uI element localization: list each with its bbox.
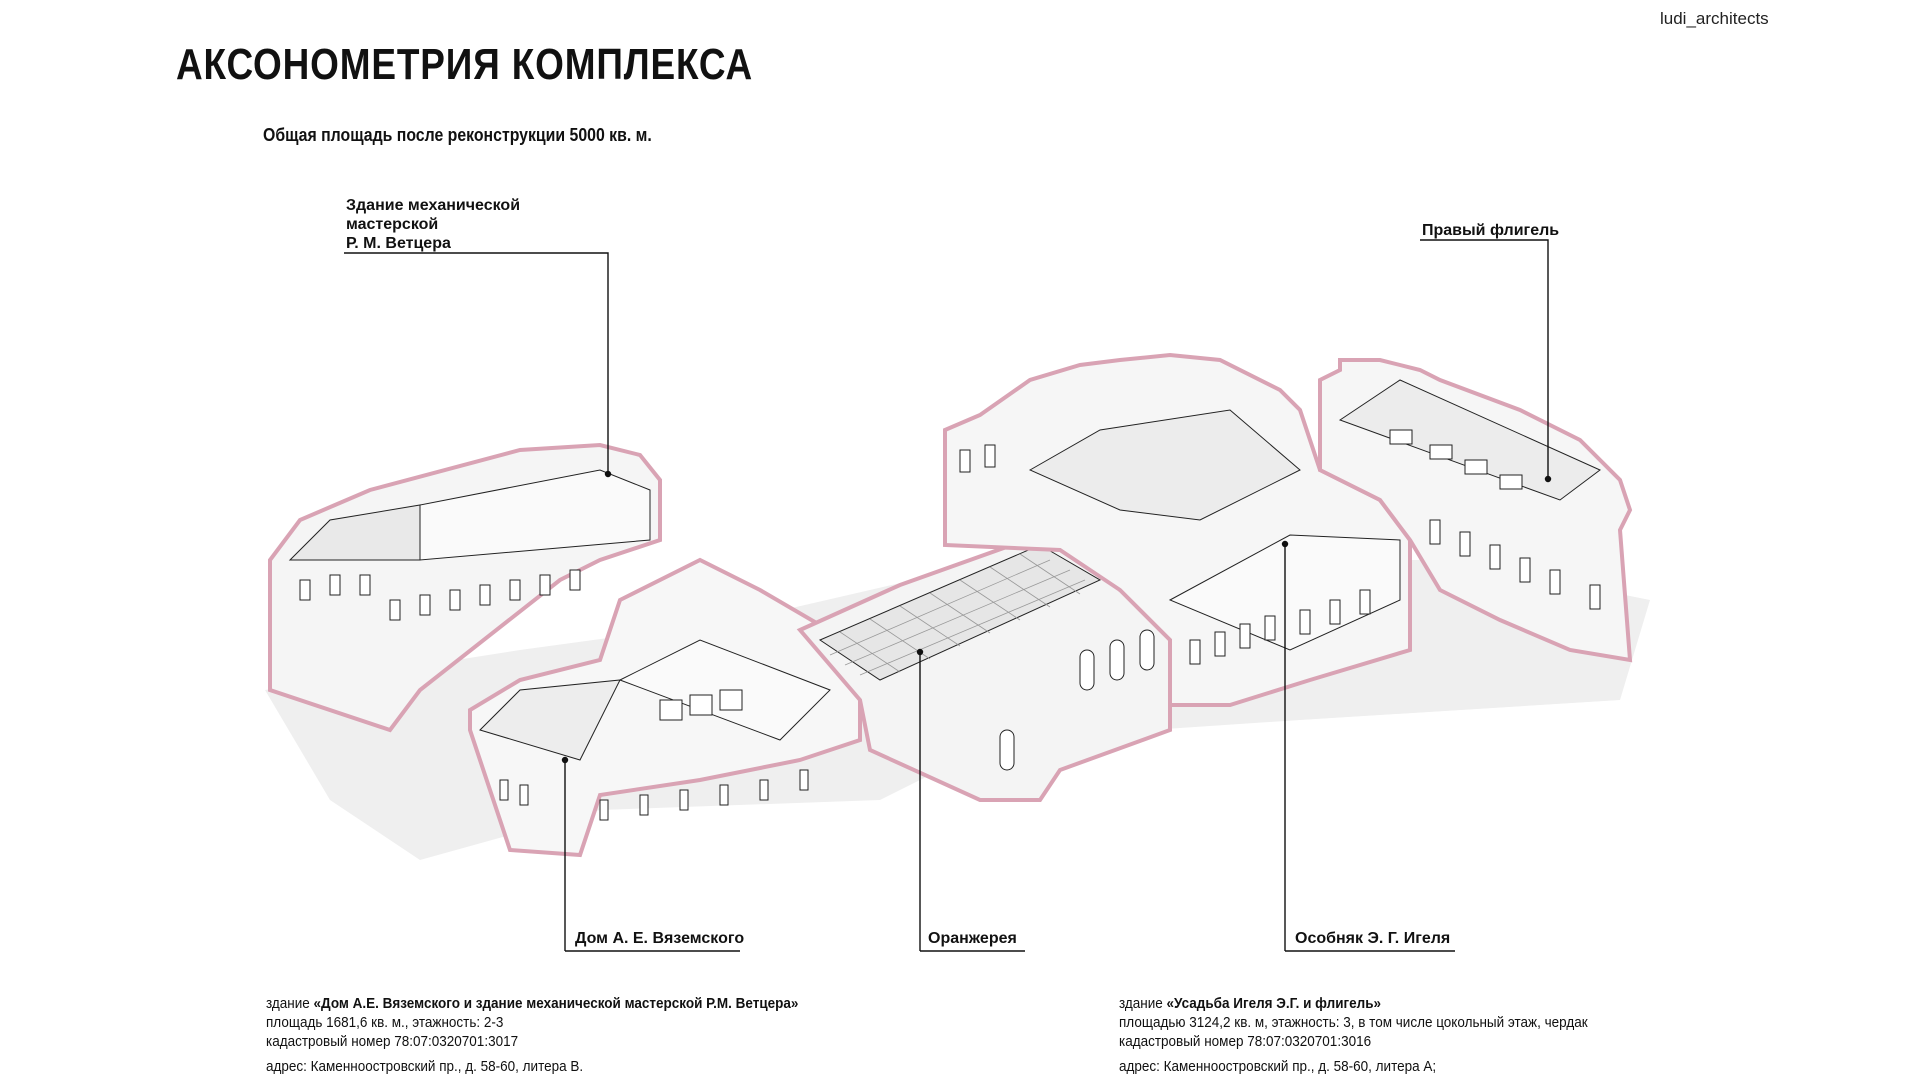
info-right-cadastral: кадастровый номер 78:07:0320701:3016 — [1119, 1033, 1372, 1050]
greenhouse-arches — [999, 629, 1155, 771]
label-workshop: Здание механической мастерской Р. М. Вет… — [346, 196, 520, 253]
building-workshop — [268, 442, 662, 733]
info-block-left: здание «Дом А.Е. Вяземского и здание мех… — [266, 994, 798, 1076]
vyazemsky-windows — [499, 689, 809, 821]
brand-name: ludi_architects — [1660, 9, 1769, 28]
info-right-area: площадью 3124,2 кв. м, этажность: 3, в т… — [1119, 1014, 1588, 1031]
info-right-name: «Усадьба Игеля Э.Г. и флигель» — [1166, 995, 1382, 1012]
info-left-prefix: здание — [266, 995, 314, 1012]
building-right-wing — [1318, 358, 1633, 663]
greenhouse-grid — [829, 553, 1086, 676]
building-vyazemsky — [468, 557, 862, 858]
info-block-right: здание «Усадьба Игеля Э.Г. и флигель» пл… — [1119, 994, 1588, 1076]
right-wing-windows — [1389, 429, 1601, 610]
igel-windows — [959, 444, 1371, 665]
info-left-name: «Дом А.Е. Вяземского и здание механическ… — [313, 995, 799, 1012]
info-left-area: площадь 1681,6 кв. м., этажность: 2-3 — [266, 1014, 504, 1031]
leader-line-workshop — [344, 252, 609, 474]
info-left-address: адрес: Каменноостровский пр., д. 58-60, … — [266, 1058, 584, 1075]
page-subtitle: Общая площадь после реконструкции 5000 к… — [263, 125, 652, 145]
info-right-prefix: здание — [1119, 995, 1167, 1012]
workshop-windows — [299, 569, 581, 621]
building-greenhouse — [796, 532, 1172, 802]
info-left-cadastral: кадастровый номер 78:07:0320701:3017 — [266, 1033, 519, 1050]
workshop-roof-right — [419, 469, 651, 561]
label-igel: Особняк Э. Г. Игеля — [1295, 930, 1451, 947]
label-workshop-line-1: Здание механической — [346, 197, 521, 214]
page-title: АКСОНОМЕТРИЯ КОМПЛЕКСА — [176, 40, 754, 89]
leader-line-right-wing — [1420, 239, 1549, 479]
label-vyazemsky: Дом А. Е. Вяземского — [575, 930, 745, 947]
label-workshop-line-3: Р. М. Ветцера — [346, 235, 451, 252]
label-workshop-line-2: мастерской — [346, 216, 439, 233]
igel-roof — [1028, 409, 1301, 521]
label-right-wing: Правый флигель — [1422, 222, 1560, 239]
leader-lines — [344, 239, 1552, 952]
info-right-address: адрес: Каменноостровский пр., д. 58-60, … — [1119, 1058, 1437, 1075]
label-greenhouse: Оранжерея — [928, 930, 1017, 947]
